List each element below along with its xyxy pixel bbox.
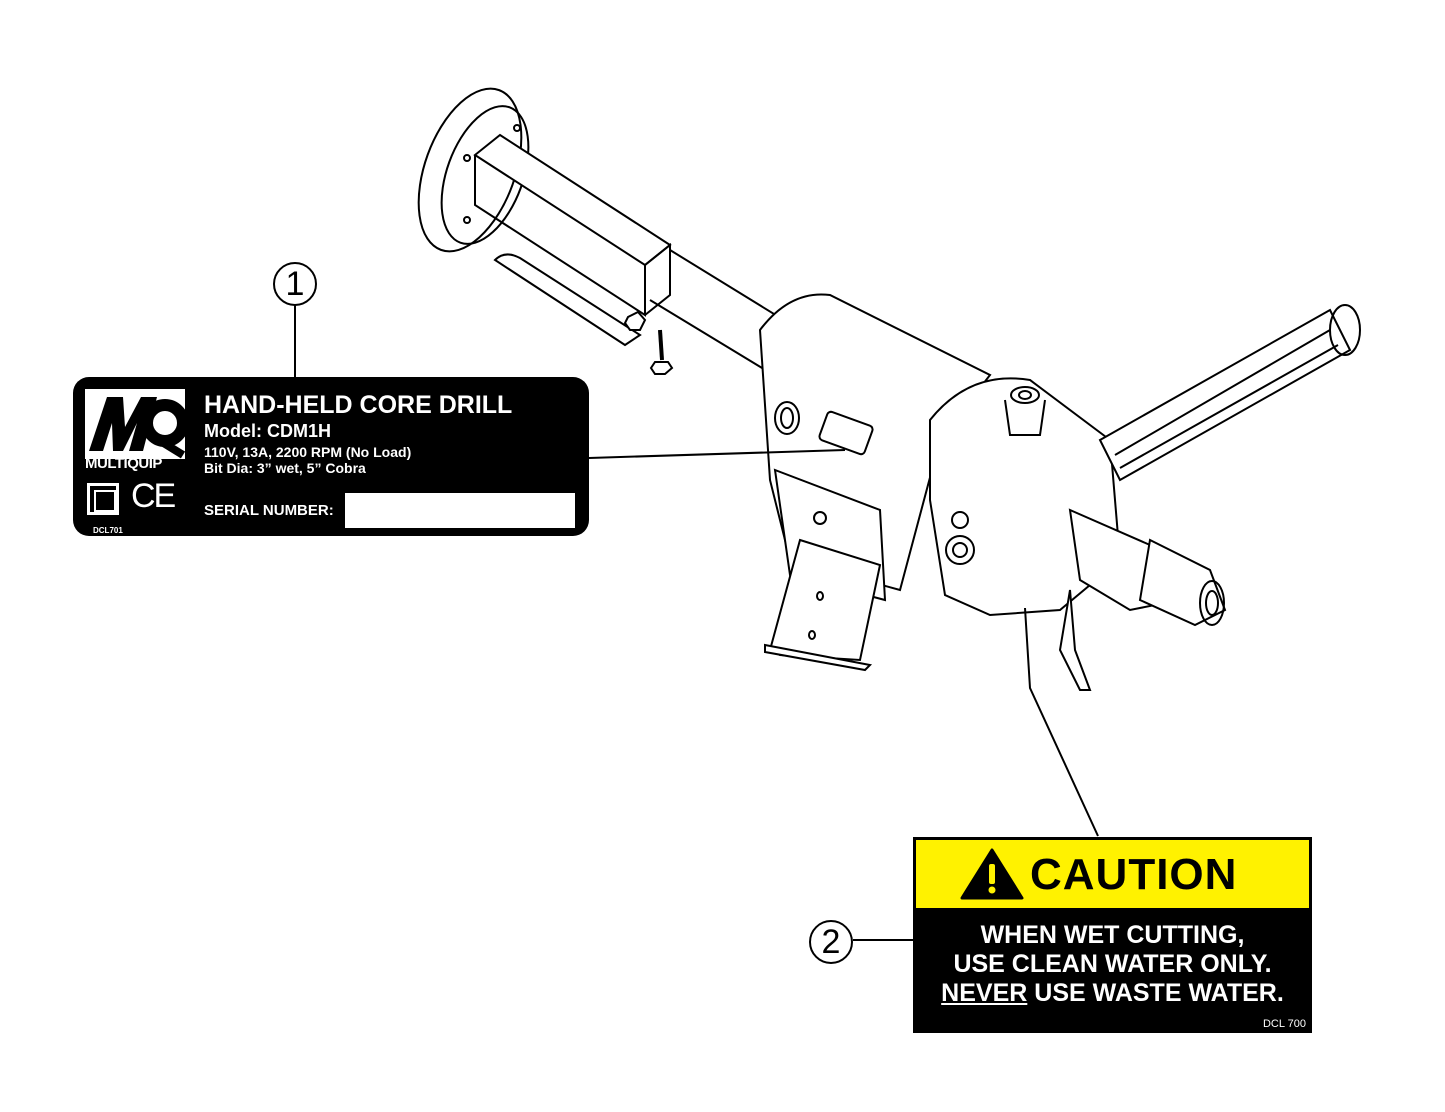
callout-1: 1: [273, 262, 317, 306]
callout-2: 2: [809, 920, 853, 964]
decal-part-number: DCL701: [93, 526, 123, 535]
message-line-3-rest: USE WASTE WATER.: [1027, 979, 1284, 1007]
callout-2-number: 2: [821, 922, 841, 961]
decal-part-number: DCL 700: [1262, 1018, 1306, 1030]
message-line-3: NEVER USE WASTE WATER.: [913, 979, 1312, 1008]
model-decal: MULTIQUIP CE DCL701 HAND-HELD CORE DRILL…: [73, 377, 589, 536]
caution-heading: CAUTION: [1030, 850, 1238, 899]
spec-bit-diameter: Bit Dia: 3” wet, 5” Cobra: [204, 460, 366, 476]
product-title: HAND-HELD CORE DRILL: [204, 391, 513, 419]
mq-logo-icon: [89, 397, 189, 459]
ce-mark-icon: CE: [131, 477, 176, 515]
caution-decal: CAUTION WHEN WET CUTTING, USE CLEAN WATE…: [913, 837, 1312, 1033]
never-emphasis: NEVER: [941, 979, 1028, 1007]
model-number: Model: CDM1H: [204, 421, 331, 441]
callout-1-number: 1: [285, 264, 305, 303]
serial-number-label: SERIAL NUMBER:: [204, 502, 334, 519]
double-insulation-icon: [87, 483, 119, 515]
caution-message: WHEN WET CUTTING, USE CLEAN WATER ONLY. …: [913, 921, 1312, 1008]
caution-header-band: CAUTION: [916, 840, 1309, 908]
spec-electrical: 110V, 13A, 2200 RPM (No Load): [204, 444, 412, 460]
message-line-2: USE CLEAN WATER ONLY.: [953, 950, 1272, 978]
message-line-1: WHEN WET CUTTING,: [980, 921, 1245, 949]
multiquip-logo: [85, 389, 189, 459]
warning-triangle-icon: [960, 848, 1024, 900]
brand-name: MULTIQUIP: [85, 455, 162, 472]
specifications: 110V, 13A, 2200 RPM (No Load) Bit Dia: 3…: [204, 444, 411, 476]
serial-number-field: [345, 493, 575, 528]
